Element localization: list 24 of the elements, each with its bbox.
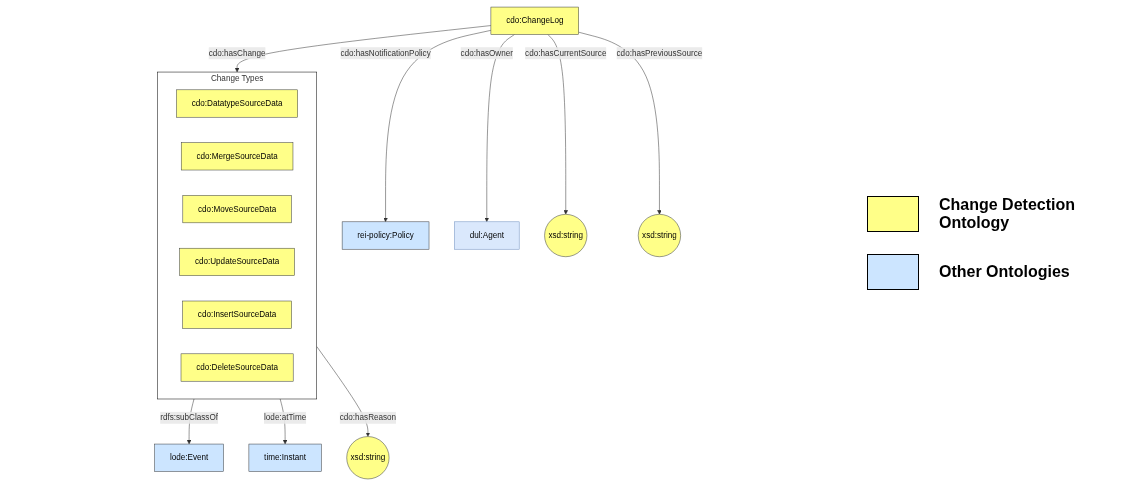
node-circle: xsd:string [638, 214, 681, 257]
node-box: time:Instant [248, 443, 322, 472]
node-circle: xsd:string [544, 214, 588, 257]
edge-label: lode:atTime [264, 413, 307, 422]
edge-label: cdo:hasOwner [460, 48, 513, 58]
edge-label: cdo:hasNotificationPolicy [340, 48, 431, 58]
edge-label: cdo:hasCurrentSource [525, 48, 607, 58]
node-box: cdo:MoveSourceData [182, 195, 292, 224]
node-box: cdo:DeleteSourceData [180, 353, 294, 382]
edge-label: cdo:hasPreviousSource [616, 48, 703, 58]
edge-label: rdfs:subClassOf [160, 413, 218, 422]
node-box: cdo:MergeSourceData [180, 142, 294, 171]
node-box: cdo:UpdateSourceData [179, 247, 295, 276]
node-box: cdo:InsertSourceData [182, 300, 292, 329]
node-box: cdo:DatatypeSourceData [176, 89, 298, 118]
node-box: rei-policy:Policy [341, 221, 430, 250]
node-circle: xsd:string [346, 436, 390, 480]
node-box: dul:Agent [454, 221, 520, 250]
edge-label: cdo:hasReason [339, 413, 397, 422]
legend-label: Other Ontologies [939, 263, 1070, 281]
node-box: cdo:ChangeLog [490, 6, 579, 35]
edge-label: cdo:hasChange [208, 48, 266, 58]
node-box: lode:Event [154, 443, 224, 472]
legend-label: Change Detection Ontology [939, 196, 1076, 232]
